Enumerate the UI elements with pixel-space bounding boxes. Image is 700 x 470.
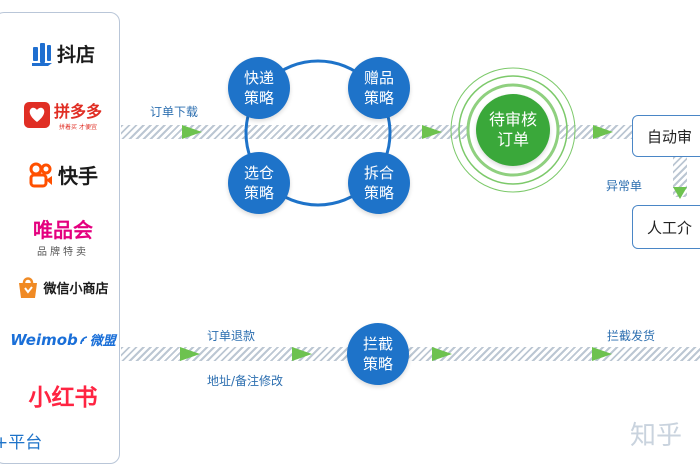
manual-review-box: 人工介 (632, 205, 700, 249)
platform-wechat-store-name: 微信小商店 (43, 281, 109, 297)
strategy-warehouse-line2: 策略 (243, 184, 274, 202)
platform-weimob-name-cn: 微盟 (89, 334, 116, 349)
platform-vip-name: 唯品会 (33, 218, 93, 242)
refund-label: 订单退款 (207, 329, 256, 343)
arrow-bottom-3 (432, 347, 452, 361)
strategy-express-line1: 快递 (243, 69, 274, 87)
platform-pinduoduo: 拼多多 拼着买 才便宜 (0, 98, 126, 131)
wechat-store-icon (19, 277, 38, 298)
strategy-split-merge-line1: 拆合 (363, 164, 394, 182)
platform-weimob-name: Weimob (10, 330, 78, 349)
pending-review-node: 待审核订单 (476, 94, 550, 166)
platform-panel (0, 12, 120, 464)
platform-vip-slogan: 品牌特卖 (37, 247, 89, 258)
arrow-bottom-2 (292, 347, 312, 361)
strategy-gift-line2: 策略 (363, 89, 394, 107)
strategy-split-merge-line2: 策略 (363, 184, 394, 202)
platform-pinduoduo-slogan: 拼着买 才便宜 (59, 124, 97, 131)
platform-vip: 唯品会 品牌特卖 (0, 214, 126, 258)
strategy-split-merge: 拆合策略 (348, 152, 410, 214)
intercept-line1: 拦截 (362, 335, 393, 353)
intercept-ship-label: 拦截发货 (607, 329, 656, 343)
strategy-express-line2: 策略 (243, 89, 274, 107)
weimob-icon (80, 335, 87, 344)
pinduoduo-icon (23, 101, 50, 128)
strategy-warehouse-line1: 选仓 (243, 164, 274, 182)
arrow-top-1 (182, 125, 202, 139)
platform-dash: + (0, 433, 9, 453)
pending-review-line2: 订单 (496, 130, 529, 149)
platform-more-label: +平台 (0, 428, 42, 453)
arrow-bottom-1 (180, 347, 200, 361)
order-stream-bottom (121, 347, 700, 361)
kuaishou-icon (29, 162, 52, 187)
arrow-top-3 (593, 125, 613, 139)
zhihu-watermark: 知乎 (630, 421, 683, 451)
platform-kuaishou: 快手 (0, 160, 126, 189)
strategy-gift: 赠品策略 (348, 57, 410, 119)
douyin-icon (31, 42, 52, 66)
platform-weimob: Weimob 微盟 (0, 330, 126, 350)
manual-review-label: 人工介 (647, 218, 693, 237)
exception-label: 异常单 (606, 179, 643, 193)
platform-suffix: 平台 (8, 433, 43, 453)
intercept-line2: 策略 (362, 355, 393, 373)
intercept-strategy-node: 拦截策略 (347, 323, 409, 385)
arrow-top-2 (422, 125, 442, 139)
arrow-down (673, 187, 687, 199)
platform-xiaohongshu-name: 小红书 (28, 385, 98, 411)
platform-xiaohongshu: 小红书 (0, 378, 126, 412)
strategy-gift-line1: 赠品 (363, 69, 394, 87)
address-change-label: 地址/备注修改 (207, 374, 284, 388)
strategy-ring (244, 59, 392, 207)
platform-wechat-store: 微信小商店 (0, 275, 126, 299)
platform-kuaishou-name: 快手 (58, 164, 98, 188)
platform-pinduoduo-name: 拼多多 (53, 102, 102, 121)
pending-review-line1: 待审核 (488, 110, 537, 129)
order-download-label: 订单下载 (150, 105, 199, 119)
platform-douyin-name: 抖店 (56, 44, 95, 66)
platform-douyin: 抖店 (0, 40, 126, 67)
auto-review-label: 自动审 (647, 127, 693, 146)
auto-review-box: 自动审 (632, 115, 700, 157)
arrow-bottom-4 (592, 347, 612, 361)
strategy-warehouse: 选仓策略 (228, 152, 290, 214)
strategy-express: 快递策略 (228, 57, 290, 119)
